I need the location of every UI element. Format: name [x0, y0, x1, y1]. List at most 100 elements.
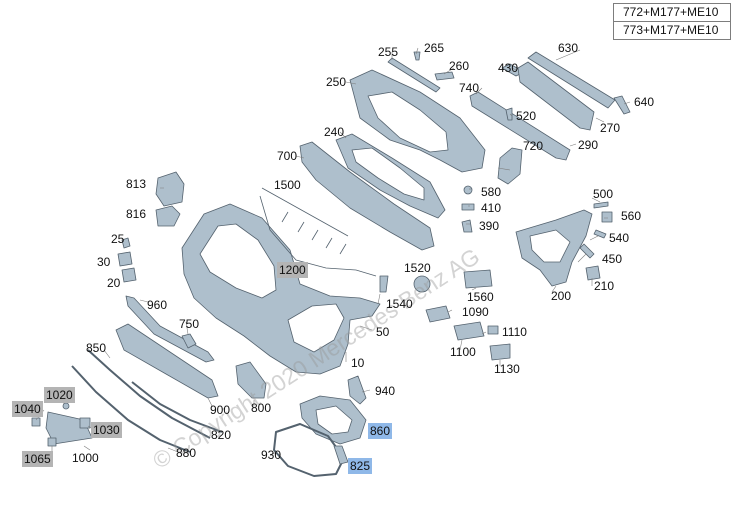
callout-25[interactable]: 25: [111, 232, 125, 246]
part-900-grille[interactable]: [115, 323, 219, 399]
callout-500[interactable]: 500: [593, 187, 614, 201]
callout-250[interactable]: 250: [326, 75, 347, 89]
callout-520[interactable]: 520: [516, 109, 537, 123]
part-720[interactable]: [497, 147, 523, 185]
callout-290[interactable]: 290: [578, 138, 599, 152]
callout-1520[interactable]: 1520: [404, 261, 431, 275]
callout-20[interactable]: 20: [107, 276, 121, 290]
callout-720[interactable]: 720: [523, 139, 544, 153]
callout-1110[interactable]: 1110: [502, 325, 527, 339]
callout-10[interactable]: 10: [351, 356, 365, 370]
callout-930[interactable]: 930: [261, 448, 282, 462]
part-20[interactable]: [121, 267, 137, 283]
part-580[interactable]: [463, 185, 473, 195]
callout-1540[interactable]: 1540: [386, 297, 413, 311]
callout-560[interactable]: 560: [621, 209, 642, 223]
callout-580[interactable]: 580: [481, 185, 502, 199]
callout-255[interactable]: 255: [378, 45, 399, 59]
part-1520[interactable]: [413, 275, 431, 293]
part-1560[interactable]: [463, 269, 493, 289]
callout-30[interactable]: 30: [97, 255, 111, 269]
part-410[interactable]: [461, 203, 475, 211]
part-450[interactable]: [579, 243, 595, 259]
callout-540[interactable]: 540: [609, 231, 630, 245]
part-813[interactable]: [155, 171, 185, 207]
part-1040[interactable]: [31, 417, 41, 427]
part-1020[interactable]: [62, 402, 70, 410]
callout-240[interactable]: 240: [324, 125, 345, 139]
callout-800[interactable]: 800: [251, 401, 272, 415]
callout-430[interactable]: 430: [498, 61, 519, 75]
callout-880[interactable]: 880: [176, 446, 197, 460]
part-210[interactable]: [585, 265, 601, 281]
part-390[interactable]: [461, 219, 473, 233]
callout-210[interactable]: 210: [594, 279, 615, 293]
callout-260[interactable]: 260: [449, 59, 470, 73]
part-850: [87, 349, 211, 439]
callout-1020[interactable]: 1020: [44, 387, 75, 403]
callout-900[interactable]: 900: [210, 403, 231, 417]
part-500[interactable]: [593, 201, 609, 209]
part-816[interactable]: [155, 205, 181, 227]
callout-1065[interactable]: 1065: [22, 451, 53, 467]
callout-1090[interactable]: 1090: [462, 305, 489, 319]
callout-1000[interactable]: 1000: [72, 451, 99, 465]
callout-1040[interactable]: 1040: [12, 401, 43, 417]
part-1065[interactable]: [47, 437, 57, 447]
part-640[interactable]: [613, 95, 631, 115]
model-code: 773+M177+ME10: [613, 21, 731, 40]
callout-1130[interactable]: 1130: [494, 362, 520, 376]
part-700[interactable]: [299, 141, 435, 251]
model-code-row: 772+M177+ME10: [613, 3, 731, 22]
callout-1200[interactable]: 1200: [277, 262, 308, 278]
part-820: [131, 381, 223, 433]
callout-1030[interactable]: 1030: [91, 422, 122, 438]
callout-640[interactable]: 640: [634, 95, 655, 109]
callout-700[interactable]: 700: [277, 149, 298, 163]
callout-390[interactable]: 390: [479, 219, 500, 233]
part-800[interactable]: [235, 361, 267, 399]
callout-265[interactable]: 265: [424, 41, 445, 55]
part-1030[interactable]: [79, 417, 91, 429]
part-750[interactable]: [181, 333, 197, 349]
callout-1100[interactable]: 1100: [450, 345, 476, 359]
callout-860[interactable]: 860: [368, 423, 393, 439]
callout-1560[interactable]: 1560: [467, 290, 494, 304]
part-520[interactable]: [505, 107, 513, 121]
part-1100[interactable]: [453, 321, 485, 341]
model-code: 772+M177+ME10: [613, 3, 731, 22]
callout-1500[interactable]: 1500: [274, 178, 301, 192]
callout-960[interactable]: 960: [147, 298, 168, 312]
part-825[interactable]: [333, 445, 349, 465]
part-540[interactable]: [593, 229, 607, 239]
part-30[interactable]: [117, 251, 133, 267]
part-560[interactable]: [601, 211, 613, 223]
callout-825[interactable]: 825: [348, 458, 373, 474]
model-code-table: 772+M177+ME10 773+M177+ME10: [613, 3, 731, 40]
callout-410[interactable]: 410: [481, 201, 502, 215]
part-270[interactable]: [517, 61, 595, 131]
part-1130[interactable]: [489, 343, 511, 361]
part-930[interactable]: [273, 423, 345, 477]
leader-lines: [35, 47, 631, 457]
part-1110[interactable]: [487, 325, 499, 335]
callout-450[interactable]: 450: [602, 252, 623, 266]
callout-50[interactable]: 50: [376, 325, 390, 339]
part-265[interactable]: [413, 51, 421, 61]
callout-630[interactable]: 630: [558, 41, 579, 55]
part-25[interactable]: [121, 237, 131, 249]
callout-940[interactable]: 940: [375, 384, 396, 398]
part-1090[interactable]: [425, 305, 451, 323]
part-255[interactable]: [387, 57, 441, 93]
callout-270[interactable]: 270: [600, 121, 621, 135]
callout-740[interactable]: 740: [459, 81, 480, 95]
callout-813[interactable]: 813: [126, 177, 147, 191]
callout-820[interactable]: 820: [211, 428, 232, 442]
callout-816[interactable]: 816: [126, 207, 147, 221]
callout-200[interactable]: 200: [551, 289, 572, 303]
model-code-row: 773+M177+ME10: [613, 21, 731, 40]
callout-850[interactable]: 850: [86, 341, 107, 355]
part-1540[interactable]: [379, 275, 389, 293]
part-940[interactable]: [347, 375, 367, 405]
callout-750[interactable]: 750: [179, 317, 200, 331]
